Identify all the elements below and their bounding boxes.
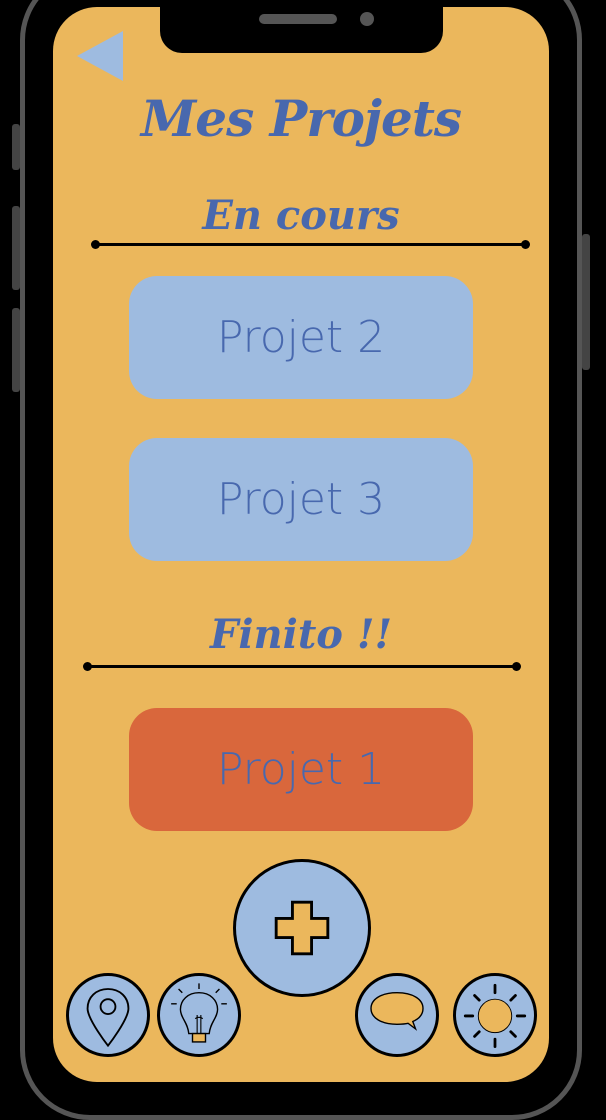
phone-volume-down: [12, 308, 20, 392]
back-arrow-icon[interactable]: [77, 31, 123, 81]
map-button[interactable]: [66, 973, 150, 1057]
ideas-button[interactable]: [157, 973, 241, 1057]
speaker: [259, 14, 337, 24]
messages-button[interactable]: [355, 973, 439, 1057]
location-pin-icon: [86, 988, 130, 1048]
phone-power-button: [582, 234, 590, 370]
speech-bubble-icon: [370, 992, 424, 1031]
phone-screen: Mes Projets En cours Projet 2 Projet 3 F…: [53, 7, 549, 1082]
sun-icon: [463, 983, 527, 1048]
lightbulb-icon: [171, 983, 227, 1043]
project-card-3[interactable]: Projet 3: [129, 438, 473, 561]
notch: [160, 7, 443, 53]
divider: [91, 240, 530, 249]
camera: [360, 12, 374, 26]
page-title: Mes Projets: [140, 89, 462, 148]
phone-mute-switch: [12, 124, 20, 170]
add-project-button[interactable]: [233, 859, 371, 997]
phone-volume-up: [12, 206, 20, 290]
divider: [83, 662, 521, 671]
project-card-2[interactable]: Projet 2: [129, 276, 473, 399]
project-card-1[interactable]: Projet 1: [129, 708, 473, 831]
settings-button[interactable]: [453, 973, 537, 1057]
plus-icon: [274, 900, 330, 956]
section-title-finito: Finito !!: [209, 611, 393, 658]
section-title-en-cours: En cours: [202, 192, 400, 239]
